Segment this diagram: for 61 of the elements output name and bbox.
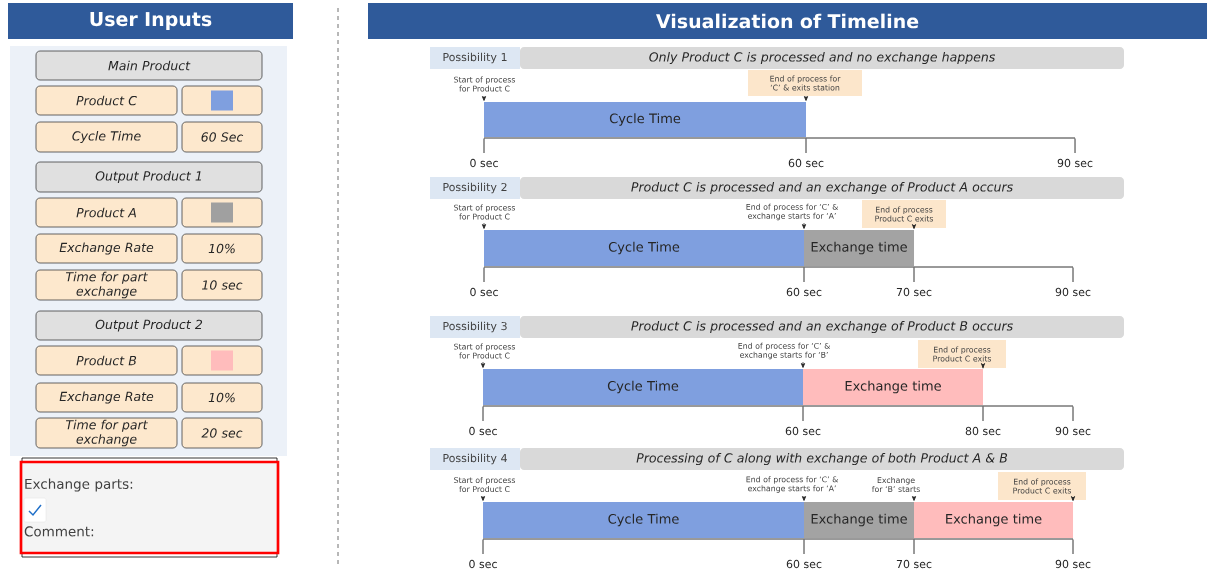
input-cell: 10%	[181, 233, 263, 264]
input-cell: 60 Sec	[181, 121, 263, 153]
input-cell: Time for part exchange	[35, 269, 178, 301]
tick-label: 60 sec	[786, 559, 822, 569]
possibility-tag: Possibility 1	[430, 47, 520, 69]
input-cell: 20 sec	[181, 417, 263, 449]
section-header: Output Product 1	[35, 161, 263, 193]
time-segment: Cycle Time	[484, 230, 804, 266]
arrow	[481, 222, 487, 229]
time-segment: Cycle Time	[483, 369, 803, 405]
tick-label: 60 sec	[785, 426, 821, 436]
input-cell: Time for part exchange	[35, 417, 178, 449]
scenario-bar: Product C is processed and an exchange of Product B occurs	[520, 316, 1124, 338]
time-segment: Exchange time	[914, 502, 1073, 538]
possibility-tag: Possibility 2	[430, 177, 520, 199]
arrow	[803, 95, 809, 101]
possibility-tag: Possibility 4	[430, 448, 520, 470]
arrow	[801, 495, 807, 501]
input-cell: Cycle Time	[35, 121, 178, 153]
tick-label: 0 sec	[469, 559, 497, 569]
section-header: Output Product 2	[35, 310, 263, 341]
arrow	[481, 95, 487, 101]
tick-label: 60 sec	[786, 287, 822, 297]
tick-label: 70 sec	[896, 559, 932, 569]
arrow	[911, 224, 917, 229]
form-panel: Exchange parts: Comment:	[19, 460, 280, 555]
tick-label: 0 sec	[470, 287, 498, 297]
arrow	[980, 363, 986, 369]
tick-label: 0 sec	[469, 426, 497, 436]
time-segment: Cycle Time	[484, 102, 806, 137]
possibility-tag: Possibility 3	[430, 316, 520, 338]
input-cell: 10 sec	[181, 269, 263, 301]
time-segment: Exchange time	[804, 230, 914, 266]
arrow	[801, 222, 807, 229]
input-cell: Product C	[35, 85, 178, 116]
time-segment: Exchange time	[804, 502, 914, 538]
input-cell: Product B	[35, 345, 178, 376]
header-band: User Inputs	[8, 3, 293, 39]
input-cell: Exchange Rate	[35, 233, 178, 264]
tick-label: 90 sec	[1055, 426, 1091, 436]
arrow	[480, 361, 486, 368]
input-cell: Product A	[35, 197, 178, 228]
arrow	[800, 361, 806, 368]
tick-label: 60 sec	[788, 158, 824, 168]
input-cell: 10%	[181, 382, 263, 413]
time-segment: Cycle Time	[483, 502, 804, 538]
scenario-bar: Product C is processed and an exchange of Product A occurs	[520, 177, 1124, 199]
time-segment: Exchange time	[803, 369, 983, 405]
scenario-bar: Only Product C is processed and no exchange happens	[520, 47, 1124, 69]
tick-label: 90 sec	[1055, 559, 1091, 569]
arrow	[1070, 496, 1076, 501]
input-cell: Exchange Rate	[35, 382, 178, 413]
tick-label: 90 sec	[1055, 287, 1091, 297]
arrow	[480, 495, 486, 501]
header-band: Visualization of Timeline	[368, 3, 1207, 39]
scenario-bar: Processing of C along with exchange of both Product A & B	[520, 448, 1124, 470]
tick-label: 70 sec	[896, 287, 932, 297]
tick-label: 80 sec	[965, 426, 1001, 436]
tick-label: 0 sec	[470, 158, 498, 168]
arrow	[911, 495, 917, 501]
section-header: Main Product	[35, 50, 263, 81]
